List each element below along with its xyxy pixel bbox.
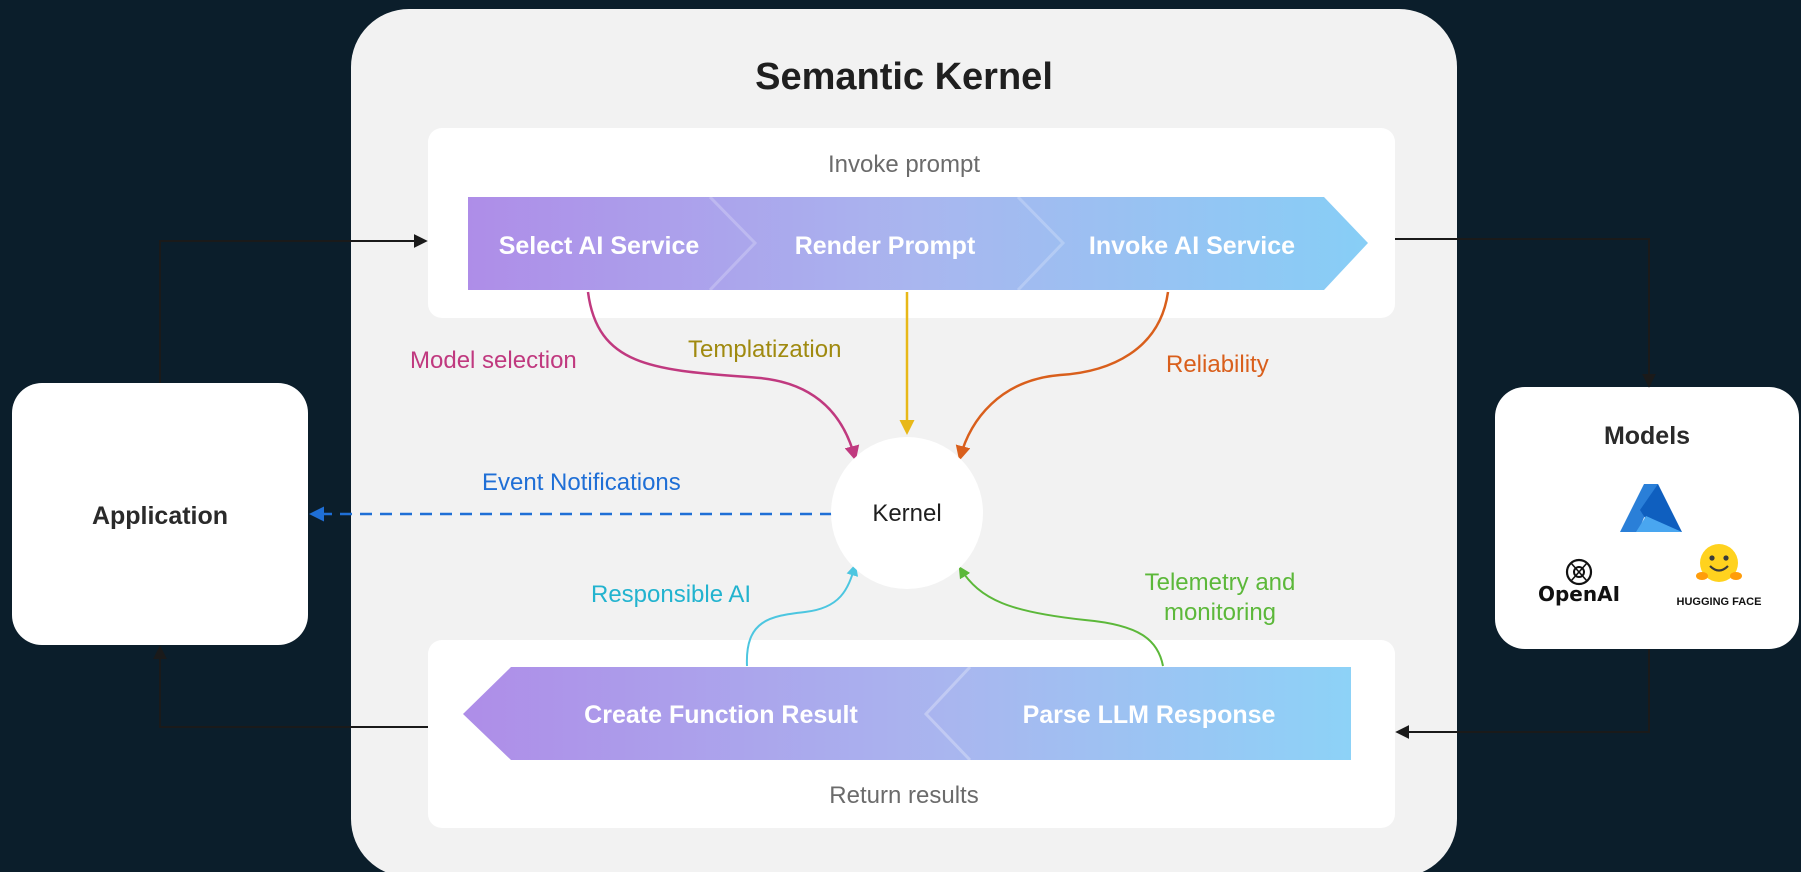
- responsible-ai-arrow: [745, 563, 859, 667]
- telemetry-label-line1: Telemetry and: [1145, 569, 1296, 596]
- step-invoke-ai-service: Invoke AI Service: [1089, 232, 1295, 260]
- hugging-face-logo: HUGGING FACE: [1677, 544, 1762, 608]
- diagram-title: Semantic Kernel: [755, 56, 1053, 98]
- invoke-prompt-label: Invoke prompt: [828, 151, 980, 178]
- invoke-pipeline: [468, 195, 1368, 292]
- invoke-to-models-connector: [1395, 238, 1656, 388]
- step-render-prompt: Render Prompt: [795, 232, 976, 260]
- azure-logo: [1620, 484, 1682, 532]
- kernel-node: [831, 437, 983, 589]
- model-selection-label: Model selection: [410, 347, 577, 374]
- return-to-app-connector: [153, 645, 428, 728]
- step-create-function-result: Create Function Result: [584, 701, 858, 729]
- kernel-label: Kernel: [872, 500, 941, 527]
- step-select-ai-service: Select AI Service: [499, 232, 700, 260]
- openai-logo: OpenAI: [1538, 558, 1620, 606]
- models-title: Models: [1604, 422, 1690, 450]
- step-parse-llm-response: Parse LLM Response: [1023, 701, 1276, 729]
- application-label: Application: [92, 502, 228, 530]
- event-notifications-label: Event Notifications: [482, 469, 681, 496]
- model-selection-arrow: [586, 291, 860, 461]
- hugging-face-logo-text: HUGGING FACE: [1677, 596, 1762, 608]
- application-box: [12, 383, 308, 645]
- templatization-label: Templatization: [688, 336, 841, 363]
- telemetry-label-line2: monitoring: [1164, 599, 1276, 626]
- return-pipeline: [463, 665, 1351, 762]
- reliability-label: Reliability: [1166, 351, 1269, 378]
- return-results-label: Return results: [829, 782, 978, 809]
- reliability-arrow: [955, 291, 1170, 461]
- telemetry-arrow: [958, 565, 1164, 667]
- models-to-return-connector: [1395, 649, 1650, 739]
- app-to-invoke-connector: [159, 234, 428, 383]
- openai-logo-text: OpenAI: [1538, 582, 1620, 606]
- responsible-ai-label: Responsible AI: [591, 581, 751, 608]
